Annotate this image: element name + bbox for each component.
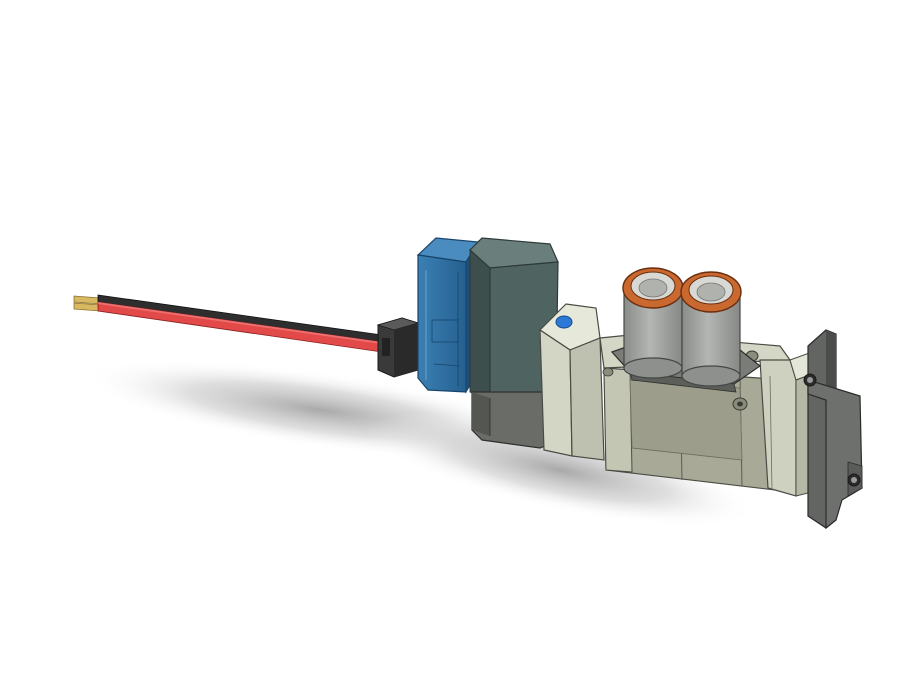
lead-wires bbox=[73, 294, 383, 353]
indicator-dot bbox=[555, 315, 573, 329]
connector-cover bbox=[416, 237, 480, 394]
wire-black bbox=[97, 294, 383, 343]
port-fitting-left bbox=[622, 267, 684, 379]
pilot-base bbox=[471, 391, 561, 449]
wire-pins bbox=[73, 295, 101, 312]
port-fitting-right bbox=[680, 271, 742, 387]
mounting-bracket bbox=[803, 329, 863, 530]
ground-shadow bbox=[82, 359, 756, 528]
plug-connector bbox=[376, 317, 420, 378]
